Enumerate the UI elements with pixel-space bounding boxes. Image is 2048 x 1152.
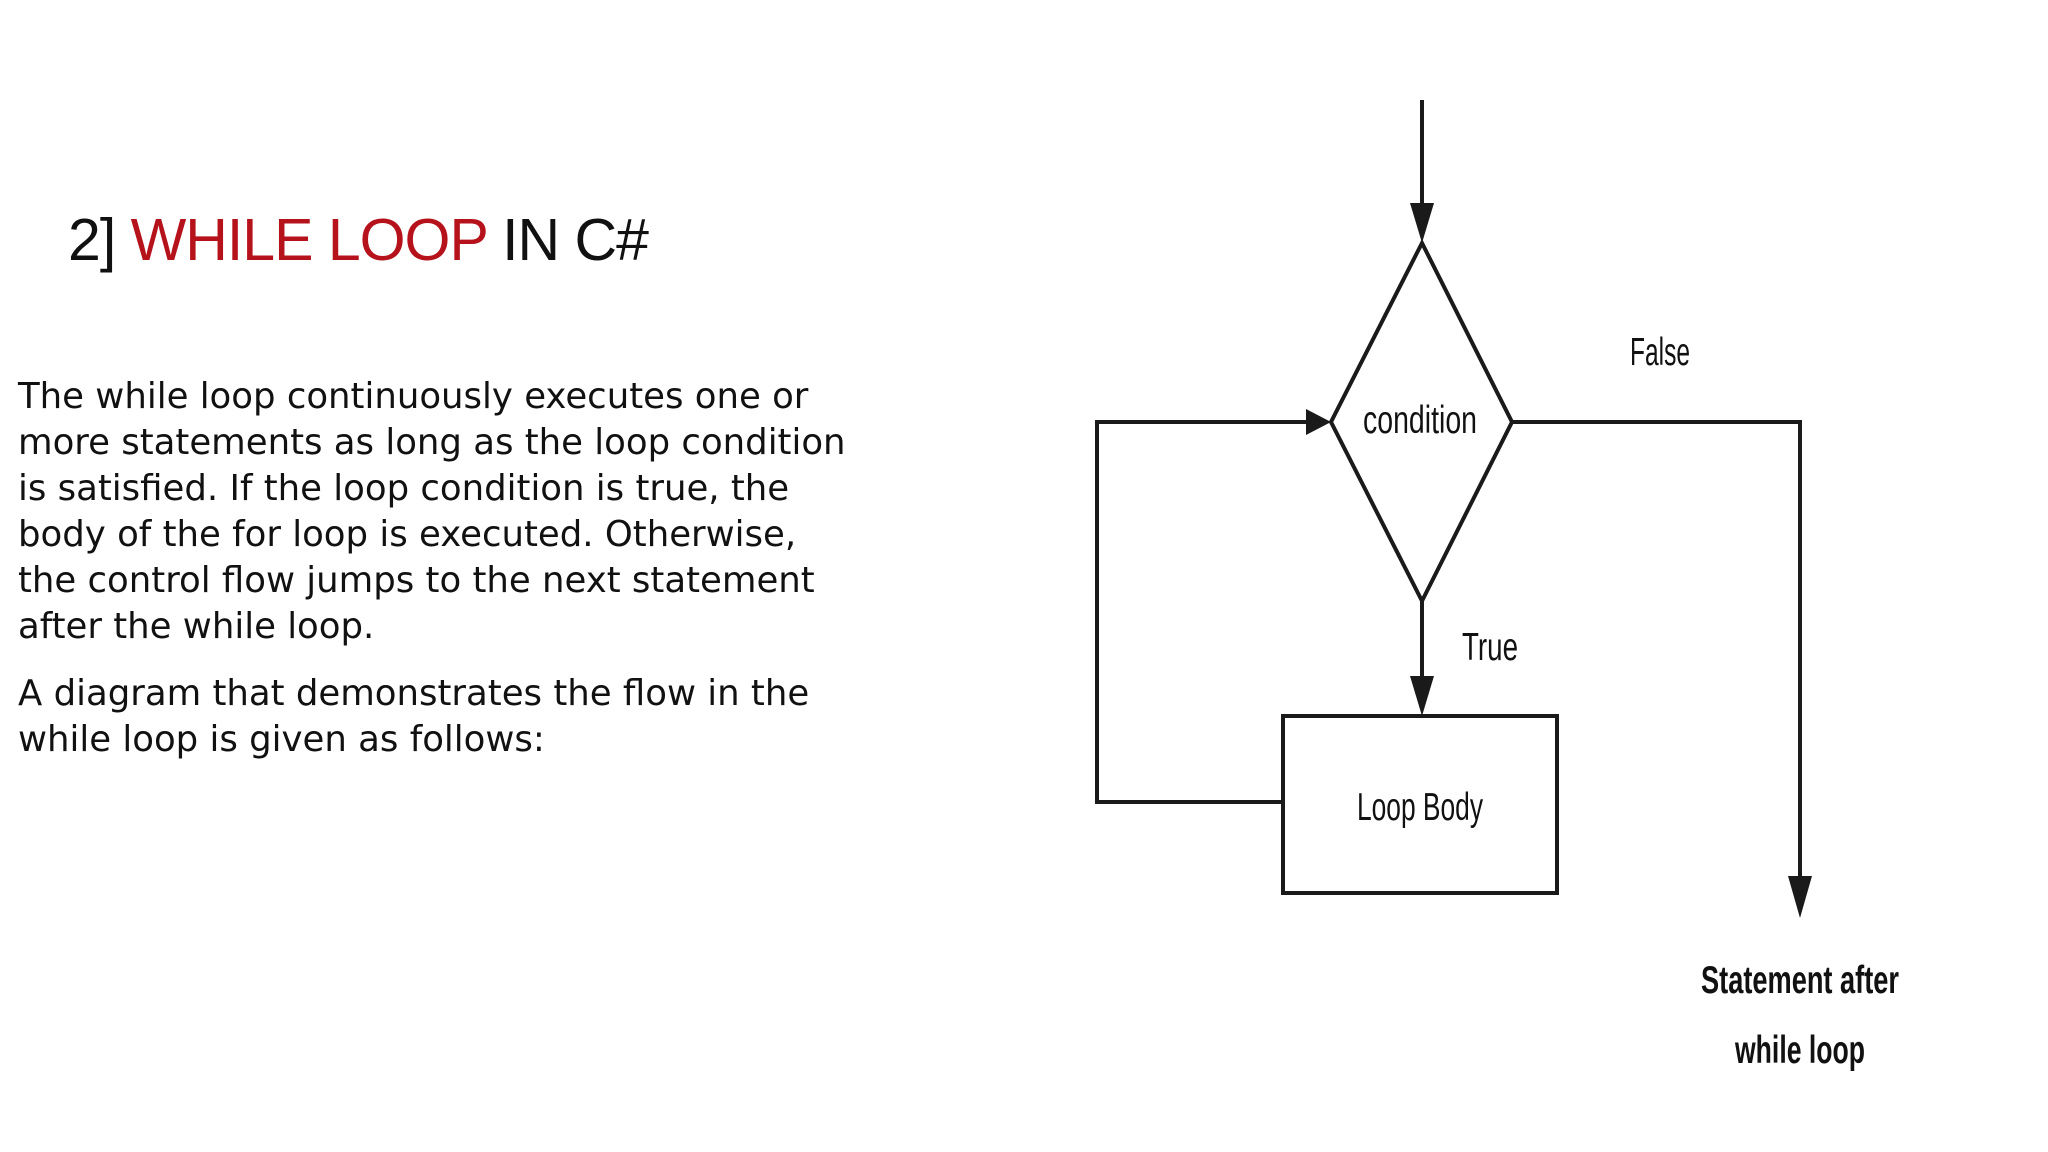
title-highlight: WHILE LOOP: [130, 207, 488, 273]
false-path-line: [1512, 420, 1802, 878]
false-label: False: [1630, 331, 1690, 374]
body-paragraph-2: A diagram that demonstrates the flow in …: [18, 673, 810, 760]
body-paragraph-1: The while loop continuously executes one…: [18, 376, 846, 647]
after-statement-line-1: Statement after: [1701, 959, 1899, 1002]
loop-body-box: [1281, 714, 1559, 895]
loop-back-arrowhead: [1306, 409, 1331, 435]
entry-arrowhead: [1410, 203, 1434, 243]
true-arrowhead: [1410, 676, 1434, 716]
slide-body: The while loop continuously executes one…: [18, 374, 848, 784]
false-arrowhead: [1788, 876, 1812, 918]
title-suffix: IN C#: [486, 207, 649, 273]
loop-body-label: Loop Body: [1357, 786, 1483, 829]
loop-back-line: [1095, 420, 1312, 804]
after-statement-line-2: while loop: [1734, 1029, 1865, 1072]
true-label: True: [1462, 626, 1518, 669]
title-prefix: 2]: [68, 207, 131, 273]
condition-label: condition: [1363, 399, 1477, 442]
slide-title: 2] WHILE LOOP IN C#: [68, 205, 649, 276]
